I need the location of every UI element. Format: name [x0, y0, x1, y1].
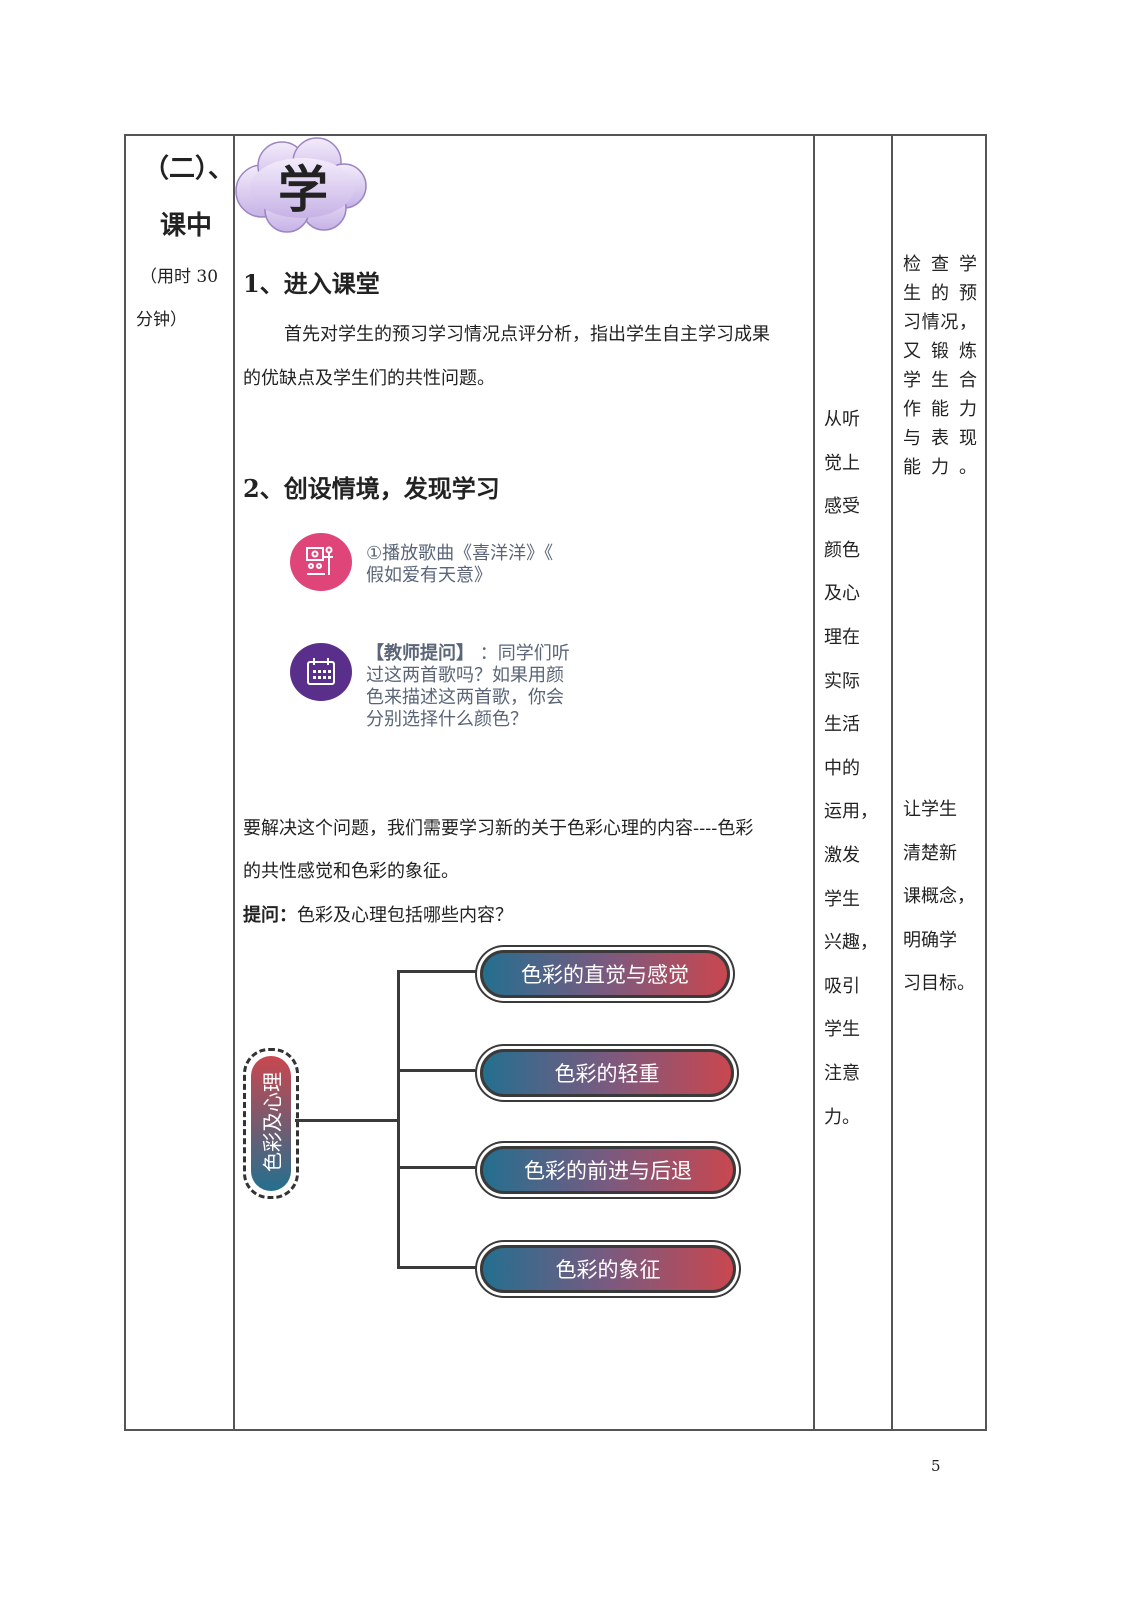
column-divider: [891, 134, 893, 1430]
column-line: 中的: [824, 757, 860, 779]
cloud-badge-icon: [235, 137, 367, 233]
connector: [397, 970, 400, 1268]
card-line: 假如爱有天意》: [366, 565, 492, 586]
column-line: 学生: [824, 888, 860, 910]
column-line: 实际: [824, 670, 860, 692]
column-line: 学生: [824, 1019, 860, 1041]
section1-heading: 1、进入课堂: [243, 269, 380, 298]
intent-column-2: 让学生清楚新课概念， 明确学习目标。: [903, 788, 975, 1006]
card-text: 【教师提问】 ：同学们听 过这两首歌吗？如果用颜 色来描述这两首歌，你会 分别选…: [366, 643, 570, 731]
column-line: 作 能 力: [903, 399, 977, 420]
table-top-border: [124, 134, 987, 136]
question: 提问：色彩及心理包括哪些内容？: [243, 901, 513, 927]
column-line: 力。: [824, 1106, 860, 1128]
duration-line: （用时 30: [140, 267, 219, 287]
paragraph-line: 首先对学生的预习学习情况点评分析，指出学生自主学习成果: [284, 324, 770, 345]
column-line: 习目标。: [903, 973, 975, 995]
column-line: 学 生 合: [903, 370, 977, 391]
column-line: 感受: [824, 496, 860, 518]
connector: [397, 970, 477, 973]
card-line: 分别选择什么颜色？: [366, 709, 528, 730]
root-node-outline: [243, 1048, 299, 1199]
column-line: 能力。: [903, 457, 977, 478]
branch-node: 色彩的轻重: [480, 1049, 734, 1097]
duration-line: 分钟）: [136, 310, 187, 330]
page-number: 5: [931, 1457, 941, 1475]
connector: [295, 1119, 398, 1122]
branch-node: 色彩的前进与后退: [480, 1146, 736, 1194]
column-line: 课概念，: [903, 886, 975, 908]
branch-node: 色彩的象征: [480, 1245, 736, 1293]
card-line: 过这两首歌吗？如果用颜: [366, 665, 564, 686]
root-node-label: 色彩及心理: [260, 1072, 285, 1172]
card-line: 色来描述这两首歌，你会: [366, 687, 564, 708]
column-line: 检 查 学: [903, 254, 977, 275]
teacher-presentation-icon: [290, 533, 352, 591]
paragraph-line: 要解决这个问题，我们需要学习新的关于色彩心理的内容----色彩: [243, 818, 754, 839]
section-number: （二）、: [143, 154, 235, 184]
column-line: 颜色: [824, 539, 860, 561]
card-text: ①播放歌曲《喜洋洋》《 假如爱有天意》: [366, 543, 553, 587]
paragraph-line: 的优缺点及学生们的共性问题。: [243, 368, 495, 389]
column-line: 习情况，: [903, 312, 977, 333]
column-line: 生活: [824, 714, 860, 736]
root-node: [251, 1056, 291, 1191]
card-line: 【教师提问】 ：同学们听: [366, 643, 570, 665]
column-divider: [813, 134, 815, 1430]
column-line: 让学生: [903, 799, 957, 820]
question-label: 提问：: [243, 905, 297, 926]
column-line: 注意: [824, 1062, 860, 1084]
column-line: 运用，: [824, 801, 878, 823]
column-divider: [233, 134, 235, 1430]
column-line: 与 表 现: [903, 428, 977, 449]
column-line: 觉上: [824, 452, 860, 474]
paragraph-line: 的共性感觉和色彩的象征。: [243, 861, 459, 882]
table-right-border: [985, 134, 987, 1430]
branch-node: 色彩的直觉与感觉: [480, 950, 730, 998]
table-left-border: [124, 134, 126, 1430]
card-bold-label: 【教师提问】: [366, 643, 474, 664]
column-line: 从听: [824, 409, 860, 430]
connector: [397, 1266, 477, 1269]
question-text: 色彩及心理包括哪些内容？: [297, 905, 513, 926]
column-line: 生 的 预: [903, 283, 977, 304]
column-line: 理在: [824, 626, 860, 648]
section-title: 课中: [160, 211, 213, 241]
column-line: 及心: [824, 583, 860, 605]
column-line: 激发: [824, 844, 860, 866]
connector: [397, 1069, 477, 1072]
design-column: 从听觉上感受颜色及心理在实际生活中的运用，激发学生兴趣，吸引学生注意力。: [824, 398, 878, 1139]
card-line: ①播放歌曲《喜洋洋》《: [366, 543, 554, 564]
column-line: 清楚新: [903, 842, 957, 864]
calendar-icon: [290, 643, 352, 701]
connector: [397, 1166, 477, 1169]
column-line: 兴趣，: [824, 932, 878, 954]
column-line: 明确学: [903, 929, 957, 951]
section2-heading: 2、创设情境，发现学习: [243, 474, 500, 503]
badge-char: 学: [278, 160, 328, 219]
table-bottom-border: [124, 1429, 987, 1431]
column-line: 又 锻 炼: [903, 341, 977, 362]
column-line: 吸引: [824, 975, 860, 997]
intent-column-1: 检 查 学生 的 预习情况， 又 锻 炼学 生 合作 能 力与 表 现能力。: [903, 250, 977, 482]
card-line-text: ：同学们听: [479, 643, 570, 664]
